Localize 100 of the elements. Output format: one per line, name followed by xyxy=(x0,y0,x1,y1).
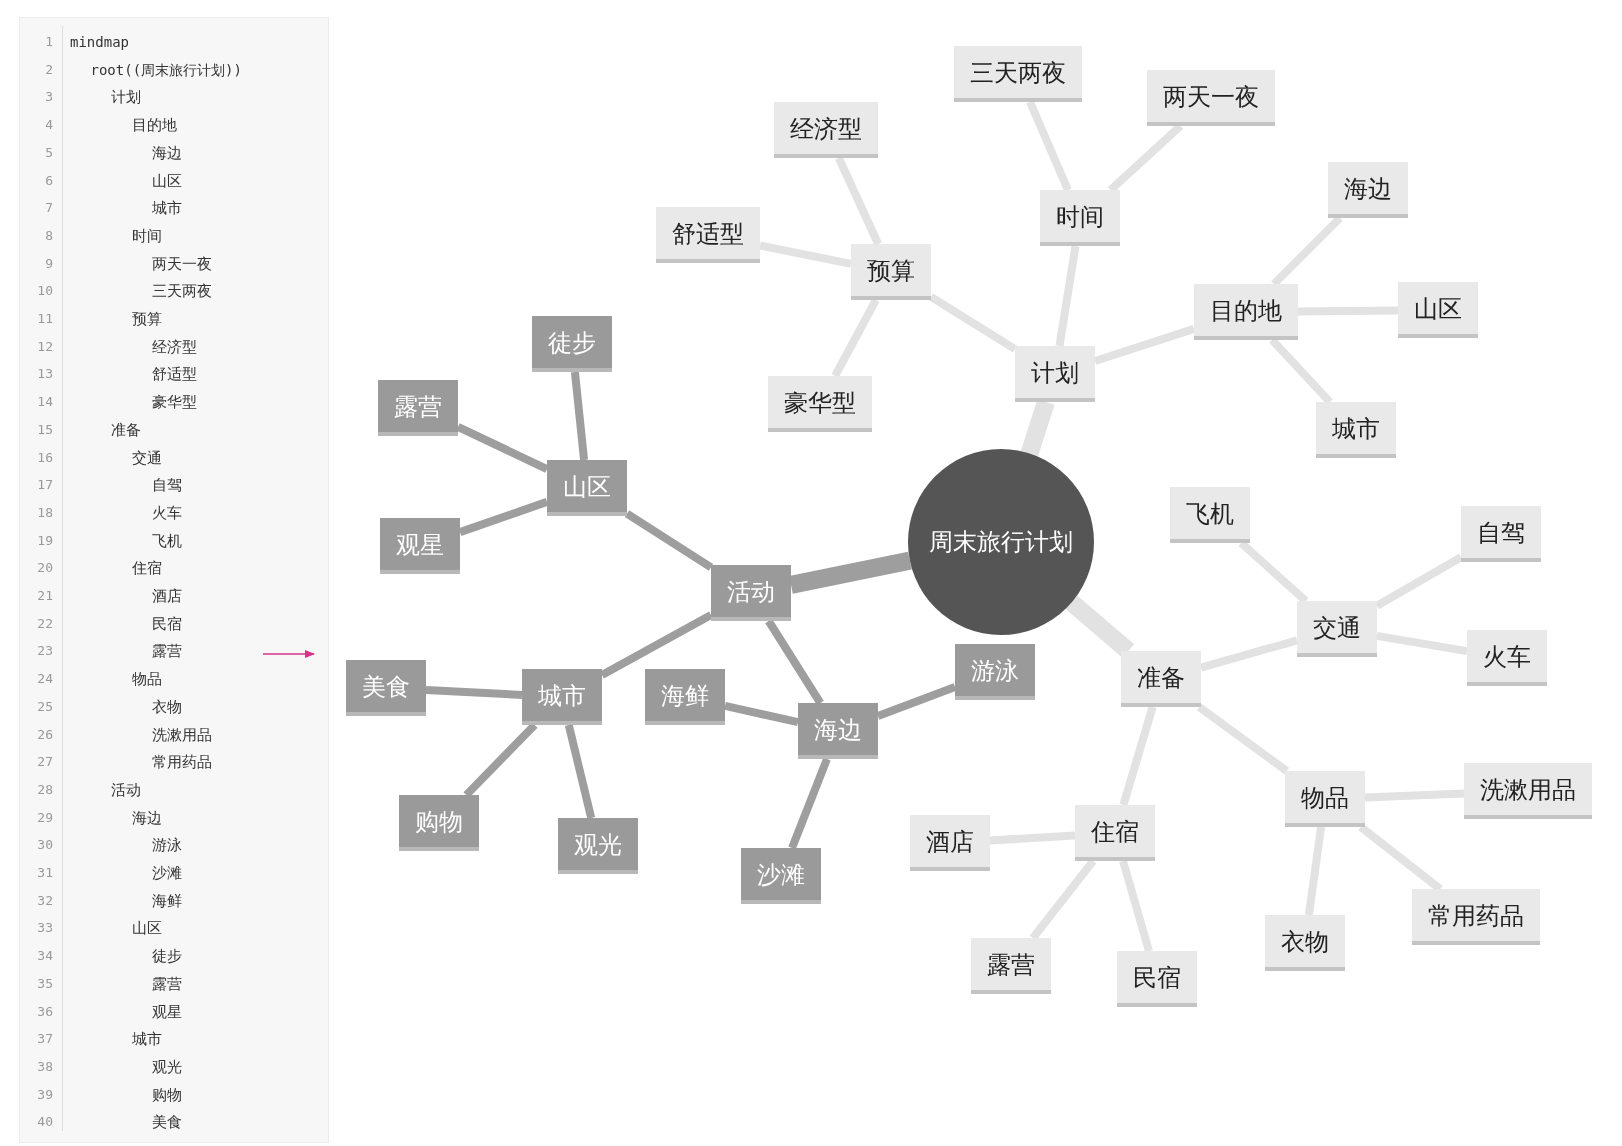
code-line: 海鲜 xyxy=(152,891,182,910)
code-line: 住宿 xyxy=(131,559,162,578)
line-number: 5 xyxy=(44,143,53,162)
line-number: 7 xyxy=(44,199,53,218)
line-number: 31 xyxy=(36,864,53,882)
line-number: 22 xyxy=(36,614,53,633)
code-line: 活动 xyxy=(111,780,141,799)
branch-line xyxy=(928,293,1018,353)
branch-line xyxy=(600,611,713,679)
line-number: 39 xyxy=(36,1085,53,1104)
branch-line xyxy=(1297,306,1399,316)
code-line: 舒适型 xyxy=(152,365,197,384)
topic-box: 城市 xyxy=(522,669,602,725)
topic-box: 住宿 xyxy=(1075,805,1155,861)
code-line: mindmap xyxy=(70,33,129,51)
line-number: 8 xyxy=(44,226,53,245)
line-number: 27 xyxy=(36,753,53,772)
topic-box: 海边 xyxy=(798,703,878,759)
topic-box: 活动 xyxy=(711,565,791,621)
code-line: 游泳 xyxy=(152,836,182,855)
topic-box: 徒步 xyxy=(532,316,612,372)
line-number: 2 xyxy=(44,60,53,79)
line-number: 26 xyxy=(36,725,53,744)
branch-line xyxy=(788,757,831,850)
code-line: root((周末旅行计划)) xyxy=(90,60,242,79)
branch-line xyxy=(1375,553,1463,610)
topic-box: 常用药品 xyxy=(1412,889,1540,945)
line-number: 28 xyxy=(36,780,53,799)
code-line: 城市 xyxy=(152,199,182,218)
topic-box: 沙滩 xyxy=(741,848,821,904)
topic-box: 目的地 xyxy=(1194,284,1298,340)
code-line: 自驾 xyxy=(152,476,182,495)
line-number: 12 xyxy=(36,337,53,356)
branch-line xyxy=(724,702,799,726)
topic-box: 洗漱用品 xyxy=(1464,763,1592,819)
code-line: 时间 xyxy=(131,226,162,245)
code-line: 经济型 xyxy=(152,337,197,356)
topic-box: 豪华型 xyxy=(768,376,872,432)
topic-box: 山区 xyxy=(547,460,627,516)
line-number: 13 xyxy=(36,365,53,384)
topic-box: 观光 xyxy=(558,818,638,874)
topic-box: 露营 xyxy=(971,938,1051,994)
line-number: 24 xyxy=(36,670,53,689)
code-line: 常用药品 xyxy=(152,753,212,772)
line-number: 38 xyxy=(36,1057,53,1076)
code-line: 飞机 xyxy=(152,531,182,550)
line-number: 17 xyxy=(36,476,53,495)
branch-line xyxy=(1196,703,1290,775)
topic-box: 预算 xyxy=(851,244,931,300)
code-line: 豪华型 xyxy=(152,393,197,412)
topic-box: 时间 xyxy=(1040,190,1120,246)
topic-box: 山区 xyxy=(1398,282,1478,338)
branch-line xyxy=(1119,705,1157,807)
topic-box: 民宿 xyxy=(1117,951,1197,1007)
line-number: 11 xyxy=(36,310,53,328)
line-number: 16 xyxy=(36,448,53,467)
code-line: 火车 xyxy=(152,503,182,522)
code-line: 山区 xyxy=(131,919,162,938)
code-line: 城市 xyxy=(131,1030,162,1049)
code-line: 交通 xyxy=(131,448,162,467)
line-number: 20 xyxy=(36,559,53,578)
topic-box: 自驾 xyxy=(1461,506,1541,562)
line-number: 25 xyxy=(36,697,53,716)
code-line: 海边 xyxy=(131,808,162,827)
code-line: 洗漱用品 xyxy=(152,725,212,744)
line-number: 3 xyxy=(44,88,53,107)
line-number: 10 xyxy=(36,282,53,301)
branch-line xyxy=(570,371,589,461)
line-number: 21 xyxy=(36,587,53,605)
line-number: 32 xyxy=(36,891,53,910)
code-line: 三天两夜 xyxy=(152,282,212,301)
topic-box: 观星 xyxy=(380,518,460,574)
branch-line xyxy=(831,298,880,378)
line-number: 15 xyxy=(36,420,53,439)
line-number: 33 xyxy=(36,919,53,938)
line-number: 30 xyxy=(36,836,53,855)
code-line: 酒店 xyxy=(152,587,182,605)
code-line: 预算 xyxy=(131,310,162,328)
code-line: 购物 xyxy=(152,1085,182,1104)
branch-line xyxy=(876,683,957,720)
topic-box: 海边 xyxy=(1328,162,1408,218)
branch-line xyxy=(1055,245,1080,347)
branch-line xyxy=(835,156,882,246)
topic-box: 露营 xyxy=(378,380,458,436)
topic-box: 购物 xyxy=(399,795,479,851)
branch-line xyxy=(759,241,852,268)
line-number: 6 xyxy=(44,171,53,190)
line-number: 40 xyxy=(36,1113,53,1132)
topic-box: 舒适型 xyxy=(656,207,760,263)
topic-box: 衣物 xyxy=(1265,915,1345,971)
code-line: 海边 xyxy=(152,143,182,162)
code-line: 目的地 xyxy=(131,116,177,135)
code-line: 观光 xyxy=(152,1057,182,1076)
line-number: 23 xyxy=(36,642,53,661)
code-line: 露营 xyxy=(152,974,182,993)
code-line: 民宿 xyxy=(152,614,182,633)
line-number: 4 xyxy=(44,116,53,135)
line-number: 9 xyxy=(44,254,53,273)
topic-box: 三天两夜 xyxy=(954,46,1082,102)
code-line: 徒步 xyxy=(152,947,182,966)
